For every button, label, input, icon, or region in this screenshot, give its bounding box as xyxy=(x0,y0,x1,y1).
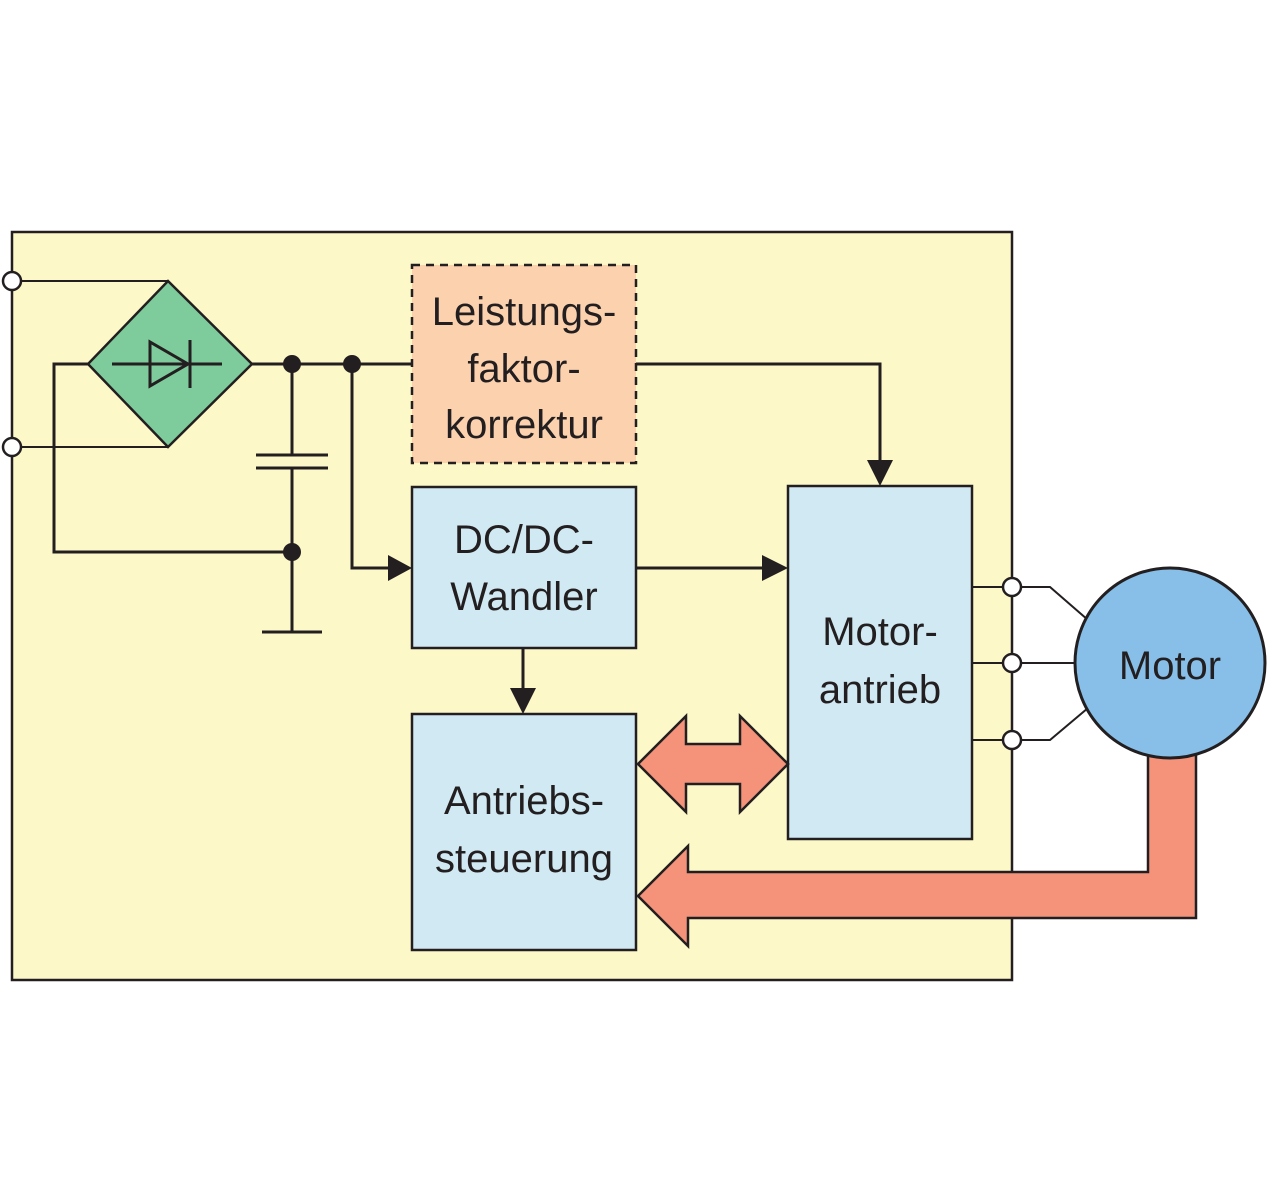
motor-label: Motor xyxy=(1119,644,1221,688)
motor-terminal-v xyxy=(1001,652,1023,674)
input-wiring xyxy=(12,280,292,554)
pfc-to-motor-drive-wire xyxy=(636,362,882,465)
drive-control-label-line-1: Antriebs- xyxy=(444,779,604,823)
motor-drive-label-line-2: antrieb xyxy=(819,668,941,712)
motor-drive-block: Motor- antrieb xyxy=(786,484,974,841)
motor-terminal-w xyxy=(1001,729,1023,751)
dcdc-label-line-2: Wandler xyxy=(450,575,597,619)
dcdc-converter-block: DC/DC- Wandler xyxy=(410,485,638,650)
rectifier-bridge-icon xyxy=(86,279,254,449)
motor-phase-wires xyxy=(972,586,1089,741)
motor-terminal-u xyxy=(1001,576,1023,598)
motor-circle: Motor xyxy=(1073,566,1267,760)
input-terminal-2 xyxy=(1,436,23,458)
junction-dot xyxy=(283,543,301,561)
input-terminal-1 xyxy=(1,270,23,292)
dcdc-label-line-1: DC/DC- xyxy=(454,518,594,562)
drive-control-label-line-2: steuerung xyxy=(435,837,613,881)
pfc-label-line-2: faktor- xyxy=(467,347,580,391)
drive-control-block: Antriebs- steuerung xyxy=(410,712,638,952)
bidirectional-data-arrow xyxy=(636,712,790,816)
pfc-label-line-1: Leistungs- xyxy=(432,290,617,334)
motor-drive-label-line-1: Motor- xyxy=(822,610,938,654)
motor-feedback-arrow xyxy=(636,743,1198,950)
pfc-label-line-3: korrektur xyxy=(445,403,603,447)
pfc-block: Leistungs- faktor- korrektur xyxy=(410,263,638,465)
diode-icon xyxy=(112,339,222,389)
bus-to-dcdc-wire xyxy=(350,364,392,570)
